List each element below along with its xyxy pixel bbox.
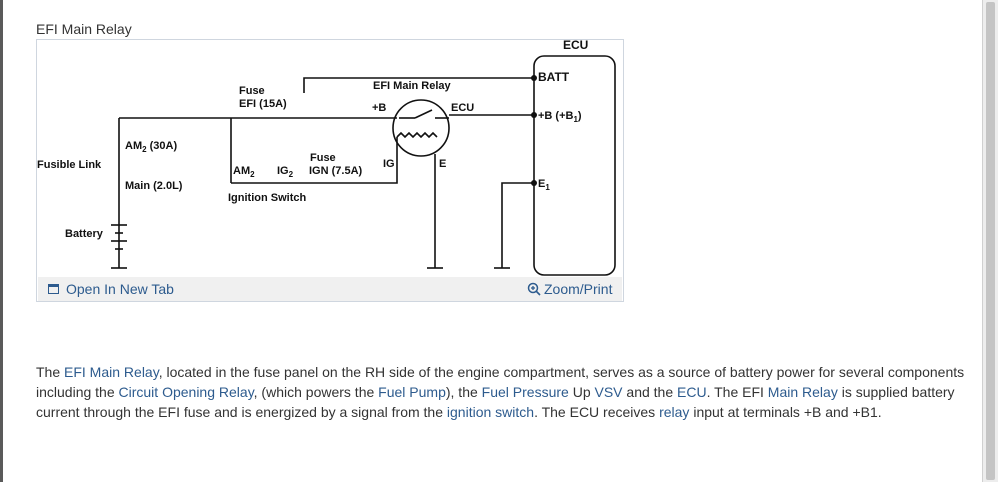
zoom-in-icon <box>527 282 541 296</box>
link-ignition-switch[interactable]: ignition switch <box>446 404 535 420</box>
label-ig: IG <box>383 158 395 170</box>
link-main-relay[interactable]: Main Relay <box>767 384 838 400</box>
ecu-box <box>533 55 616 276</box>
relay-circle <box>392 99 450 157</box>
vertical-scrollbar[interactable] <box>982 0 998 482</box>
label-ignition-switch: Ignition Switch <box>228 192 306 204</box>
label-battery: Battery <box>65 228 104 240</box>
label-e1: E1 <box>538 178 550 192</box>
label-main-20l: Main (2.0L) <box>125 180 183 192</box>
label-b-plus: +B (+B1) <box>538 110 582 124</box>
label-am2: AM2 <box>233 165 255 179</box>
description-paragraph: The EFI Main Relay, located in the fuse … <box>36 364 965 420</box>
label-relay-b: +B <box>372 102 386 114</box>
label-fuse-ign: Fuse <box>310 152 336 164</box>
link-ecu[interactable]: ECU <box>677 384 707 400</box>
label-relay-ecu: ECU <box>451 102 474 114</box>
link-relay[interactable]: relay <box>659 404 690 420</box>
figure-footer <box>38 277 622 301</box>
zoom-print-label: Zoom/Print <box>544 281 613 297</box>
label-am2-30a: AM2 (30A) <box>125 140 177 154</box>
label-fusible-link: Fusible Link <box>37 159 102 171</box>
wiring-diagram: ECU BATT +B (+B1) E1 Fuse EFI (15A) EFI … <box>37 40 616 276</box>
label-relay-title: EFI Main Relay <box>373 80 452 92</box>
open-in-new-tab-link[interactable]: Open In New Tab <box>48 281 174 297</box>
wiring-diagram-figure: ECU BATT +B (+B1) E1 Fuse EFI (15A) EFI … <box>36 39 624 302</box>
window-left-edge <box>0 0 3 482</box>
label-e: E <box>439 158 446 170</box>
figure-title: EFI Main Relay <box>36 21 132 37</box>
link-vsv[interactable]: VSV <box>594 384 623 400</box>
label-fuse-ign-rating: IGN (7.5A) <box>309 165 363 177</box>
open-in-new-tab-label: Open In New Tab <box>66 281 174 297</box>
scrollbar-thumb[interactable] <box>986 2 995 480</box>
new-tab-icon <box>48 284 59 294</box>
label-batt: BATT <box>538 70 570 84</box>
label-fuse-efi: Fuse <box>239 85 265 97</box>
zoom-print-link[interactable]: Zoom/Print <box>527 281 612 297</box>
link-fuel-pump[interactable]: Fuel Pump <box>378 384 446 400</box>
link-efi-main-relay[interactable]: EFI Main Relay <box>64 364 159 380</box>
label-ecu-top: ECU <box>563 40 588 52</box>
wire-batt <box>303 77 534 93</box>
label-fuse-efi-rating: EFI (15A) <box>239 98 287 110</box>
wire-e1 <box>501 182 534 268</box>
label-ig2: IG2 <box>277 165 294 179</box>
link-fuel-pressure[interactable]: Fuel Pressure <box>481 384 569 400</box>
link-circuit-opening-relay[interactable]: Circuit Opening Relay <box>118 384 254 400</box>
